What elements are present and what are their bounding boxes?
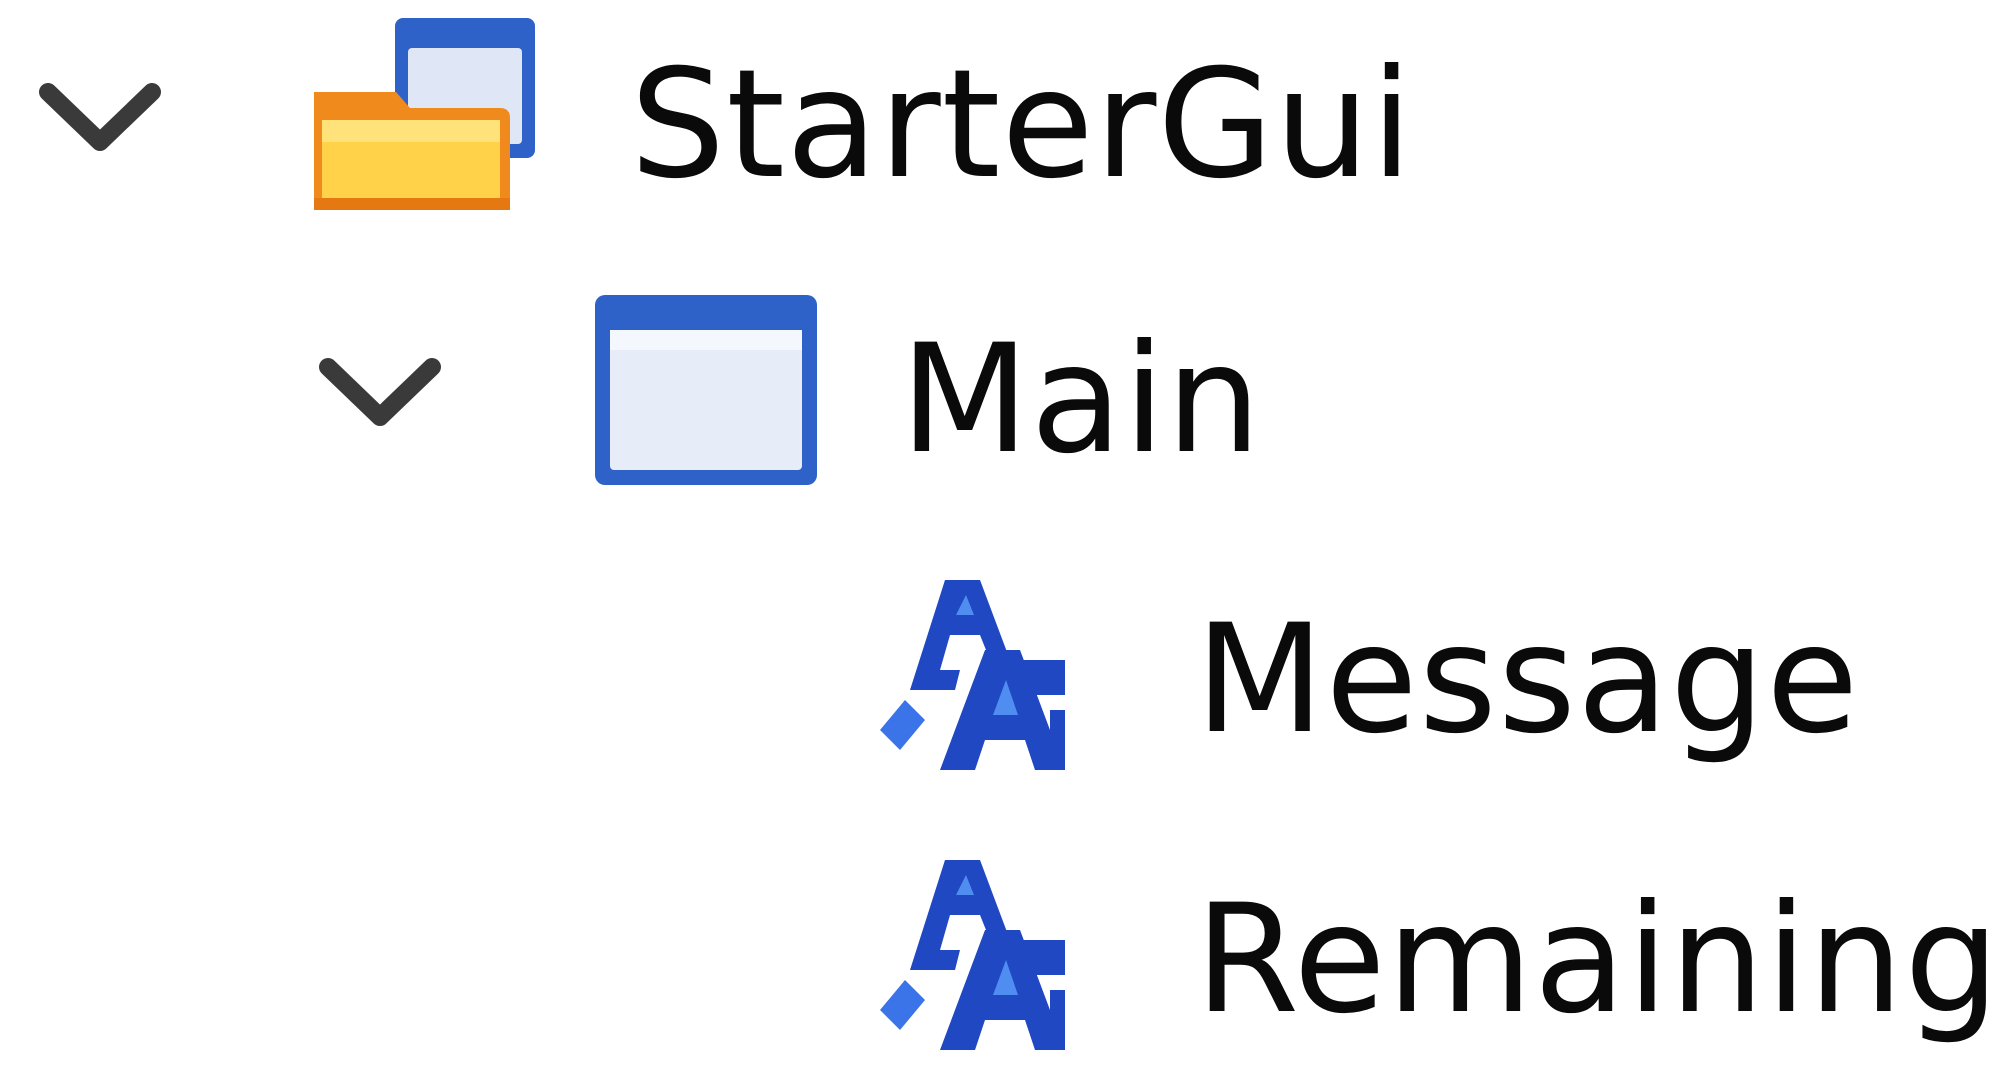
tree-item-label: Main [900,313,1263,487]
tree-item-label: Remaining [1195,873,2000,1047]
tree-item-main[interactable]: Main [0,295,2000,495]
text-label-icon [880,580,1065,770]
tree-item-startergui[interactable]: StarterGui [0,18,2000,220]
tree-item-label: Message [1195,593,1860,767]
chevron-down-icon[interactable] [30,70,170,160]
chevron-down-icon[interactable] [310,345,450,435]
tree-item-remaining[interactable]: Remaining [0,855,2000,1055]
text-label-icon [880,860,1065,1050]
screen-gui-window-icon [595,295,817,485]
tree-item-label: StarterGui [630,38,1414,212]
tree-item-message[interactable]: Message [0,575,2000,775]
starter-gui-folder-icon [314,18,535,210]
